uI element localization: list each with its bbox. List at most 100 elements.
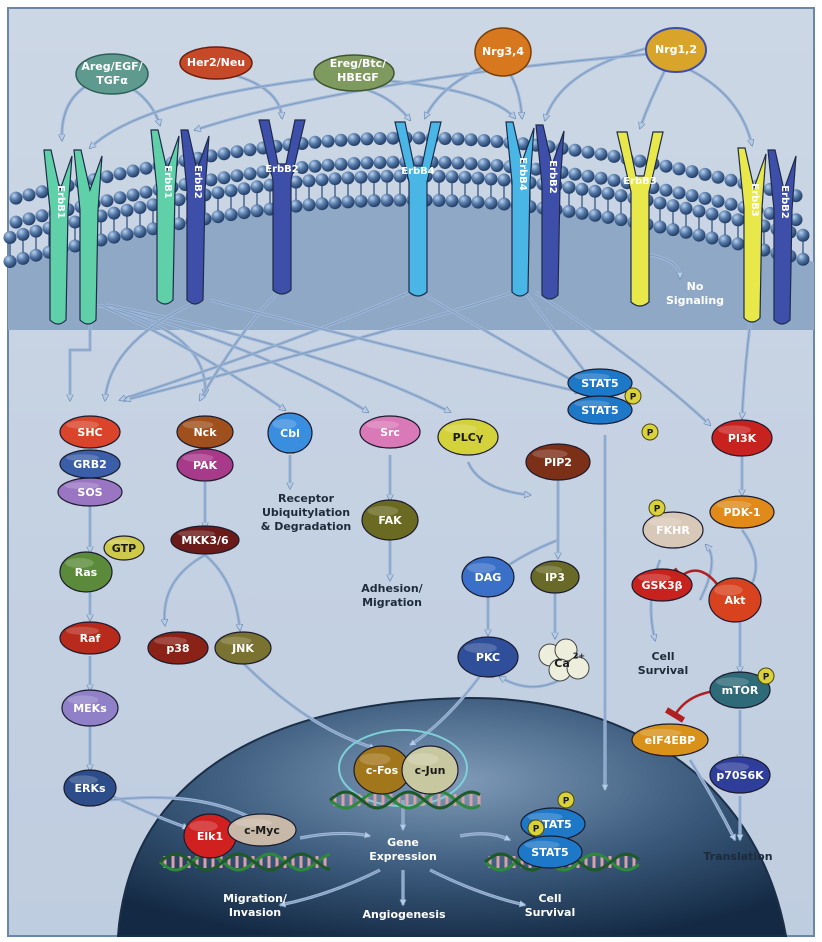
membrane-lipid-head bbox=[146, 222, 160, 236]
node-pkc-highlight bbox=[464, 643, 497, 653]
membrane-lipid-head bbox=[113, 167, 127, 181]
node-grb2: GRB2 bbox=[59, 449, 121, 479]
membrane-lipid-head bbox=[16, 227, 30, 241]
membrane-lipid-head bbox=[35, 185, 49, 199]
membrane-lipid-head bbox=[575, 206, 589, 220]
membrane-lipid-head bbox=[3, 255, 17, 268]
node-shc-shape bbox=[59, 415, 121, 449]
membrane-lipid-head bbox=[22, 212, 36, 226]
node-pip2: PIP2 bbox=[525, 443, 591, 481]
node-stat5-d-highlight bbox=[524, 840, 560, 849]
dna-helix-center bbox=[329, 790, 481, 810]
membrane-lipid-head bbox=[588, 208, 602, 222]
membrane-lipid-head bbox=[711, 194, 725, 208]
membrane-lipid-head bbox=[373, 132, 387, 145]
node-src: Src bbox=[359, 415, 421, 449]
membrane-lipid-head bbox=[471, 195, 485, 209]
node-cbl-label: Cbl bbox=[280, 427, 300, 440]
membrane-lipid-head bbox=[204, 173, 218, 187]
membrane-lipid-head bbox=[146, 198, 160, 212]
node-ip3-label: IP3 bbox=[545, 571, 565, 584]
arrow-head bbox=[165, 554, 206, 625]
arrow-head bbox=[209, 299, 580, 392]
node-ca-sup: 2+ bbox=[573, 652, 585, 661]
node-cmyc-highlight bbox=[234, 818, 273, 827]
membrane-lipid-head bbox=[360, 132, 374, 146]
membrane-lipid-head bbox=[698, 191, 712, 205]
badge-p-stat5-b-shape bbox=[641, 423, 659, 441]
badge-p-stat5-d: P bbox=[527, 819, 545, 837]
node-stat5-a-highlight bbox=[574, 373, 610, 381]
membrane-lipid-head bbox=[672, 162, 686, 176]
node-gsk3b-shape bbox=[631, 568, 693, 602]
outcome-cell-survival-2-line1: Cell bbox=[538, 892, 561, 905]
membrane-lipid-head bbox=[672, 186, 686, 200]
arrow-head bbox=[299, 833, 370, 838]
node-eif4ebp: eIF4EBP bbox=[631, 723, 709, 757]
membrane-lipid-head bbox=[230, 169, 244, 183]
arrow-head bbox=[120, 289, 416, 400]
membrane-lipid-head bbox=[107, 206, 121, 220]
node-pak-highlight bbox=[182, 453, 214, 462]
membrane-lipid-head bbox=[347, 157, 361, 170]
node-p70s6k-label: p70S6K bbox=[716, 769, 764, 782]
membrane-lipid-head bbox=[484, 172, 498, 186]
membrane-lipid-head bbox=[705, 207, 719, 221]
node-shc-label: SHC bbox=[77, 426, 102, 439]
node-eif4ebp-shape bbox=[631, 723, 709, 757]
receptor-erbb2_b: ErbB2 bbox=[258, 119, 306, 295]
node-ca-label: Ca bbox=[554, 657, 570, 670]
node-nck-shape bbox=[176, 415, 234, 449]
node-sos-highlight bbox=[64, 482, 100, 490]
node-meks-shape bbox=[61, 689, 119, 727]
node-meks-highlight bbox=[67, 695, 99, 705]
receptor-label: ErbB2 bbox=[779, 185, 790, 219]
node-pdk1-highlight bbox=[716, 500, 752, 509]
membrane-lipid-head bbox=[432, 193, 446, 207]
node-dag-shape bbox=[461, 556, 515, 598]
membrane-lipid-head bbox=[464, 157, 478, 171]
node-cjun-highlight bbox=[407, 753, 439, 766]
membrane-lipid-head bbox=[588, 184, 602, 198]
membrane-lipid-head bbox=[126, 188, 140, 202]
node-nck-label: Nck bbox=[193, 426, 217, 439]
node-ras-label: Ras bbox=[75, 566, 98, 579]
badge-p-stat5-c-shape bbox=[557, 791, 575, 809]
node-mtor-highlight bbox=[716, 677, 749, 687]
ligand-nrg34-label: Nrg3,4 bbox=[482, 45, 524, 58]
arrow-head bbox=[689, 759, 735, 840]
membrane-lipid-head bbox=[217, 171, 231, 185]
receptor-label: ErbB1 bbox=[55, 185, 66, 219]
membrane-lipid-head bbox=[139, 185, 153, 199]
node-erks-highlight bbox=[69, 775, 98, 785]
membrane-lipid-head bbox=[334, 133, 348, 147]
node-cbl-shape bbox=[267, 412, 313, 454]
membrane-lipid-head bbox=[685, 189, 699, 203]
membrane-lipid-head bbox=[139, 161, 153, 175]
arrow-head bbox=[534, 291, 710, 425]
node-fak-label: FAK bbox=[378, 514, 402, 527]
badge-p-fkhr-label: P bbox=[654, 505, 661, 515]
membrane-lipid-head bbox=[211, 186, 225, 200]
membrane-lipid-head bbox=[724, 173, 738, 187]
membrane-lipid-head bbox=[295, 161, 309, 174]
ligand-areg: Areg/EGF/ TGFα bbox=[75, 53, 149, 95]
membrane-lipid-head bbox=[133, 225, 147, 238]
arrow-head bbox=[649, 254, 680, 278]
node-shc: SHC bbox=[59, 415, 121, 449]
receptor-erbb3_b: ErbB3 bbox=[737, 147, 767, 323]
node-fkhr-label: FKHR bbox=[656, 524, 690, 537]
node-gtp-label: GTP bbox=[112, 542, 136, 555]
node-stat5-d-shape bbox=[517, 835, 583, 869]
outcome-angiogenesis: Angiogenesis bbox=[362, 908, 445, 921]
node-gsk3b: GSK3β bbox=[631, 568, 693, 602]
node-fkhr-highlight bbox=[649, 517, 682, 527]
receptor-erbb1-pair bbox=[73, 149, 103, 325]
badge-p-mtor-label: P bbox=[763, 673, 770, 683]
node-stat5-a: STAT5 bbox=[567, 368, 633, 398]
node-dag-label: DAG bbox=[475, 571, 502, 584]
membrane-lipid-head bbox=[341, 195, 355, 209]
membrane-lipid-head bbox=[289, 175, 303, 189]
